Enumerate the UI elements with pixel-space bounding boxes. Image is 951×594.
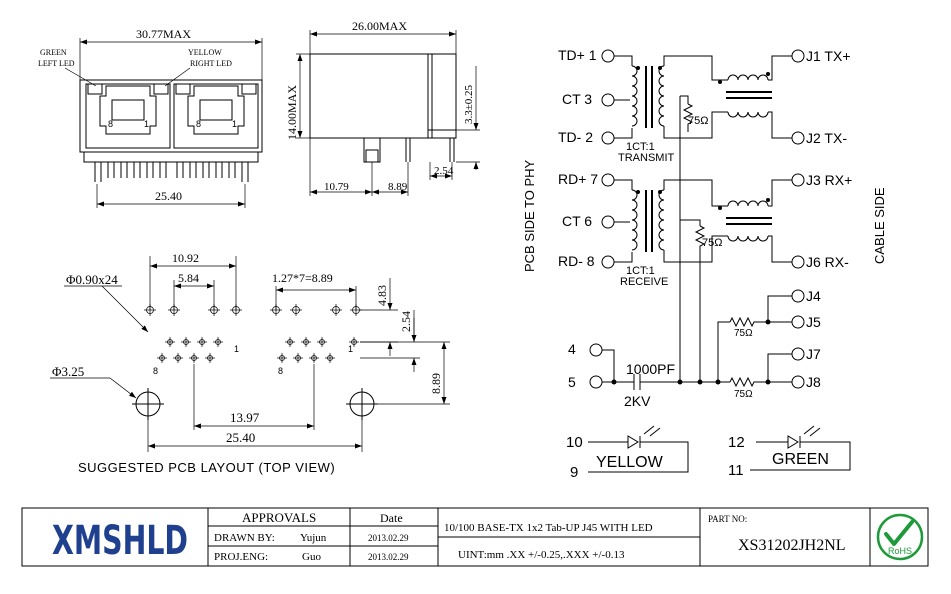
td-plus-label: TD+ 1 [558, 47, 597, 63]
j3-label: J3 RX+ [806, 172, 852, 188]
cable-side-label: CABLE SIDE [872, 187, 887, 264]
units-tolerance: UINT:mm .XX +/-0.25,.XXX +/-0.13 [458, 549, 625, 561]
ratio-rx-label: 1CT:1 [626, 265, 655, 277]
proj-eng-name: Guo [302, 551, 321, 563]
front-view: 30.77MAX GREEN LEFT LED YELLOW RIGHT LED… [38, 27, 263, 208]
pcb-caption: SUGGESTED PCB LAYOUT (TOP VIEW) [78, 460, 335, 475]
ct6-label: CT 6 [562, 213, 592, 229]
j5-label: J5 [806, 314, 821, 330]
receive-label: RECEIVE [620, 276, 668, 288]
yellow-led-label: YELLOW [188, 48, 222, 57]
dim-pitch-label: 1.27*7=8.89 [272, 271, 333, 285]
dim-584-label: 5.84 [178, 271, 199, 285]
company-logo: XMSHLD [52, 518, 188, 564]
drawn-date: 2013.02.29 [368, 533, 409, 543]
j8-label: J8 [806, 374, 821, 390]
j7-label: J7 [806, 346, 821, 362]
dim-254-label: 2.54 [399, 311, 413, 332]
part-number: XS31202JH2NL [738, 537, 846, 554]
j6-label: J6 RX- [806, 254, 849, 270]
proj-eng-date: 2013.02.29 [368, 552, 409, 562]
front-pin-8-a: 8 [108, 119, 113, 129]
checkmark-icon [884, 520, 914, 546]
pcb-side-label: PCB SIDE TO PHY [522, 159, 537, 272]
pcb-pin-1-b: 1 [348, 344, 353, 354]
proj-eng-label: PROJ.ENG: [214, 551, 268, 563]
ct3-label: CT 3 [562, 91, 592, 107]
side-dim-a: 10.79 [324, 181, 349, 193]
date-header: Date [380, 511, 403, 525]
front-span-label: 25.40 [155, 189, 182, 203]
j2-label: J2 TX- [806, 130, 847, 146]
approvals-header: APPROVALS [242, 510, 316, 525]
front-pin-1-a: 1 [144, 119, 149, 129]
cap-label: 1000PF [626, 361, 675, 377]
side-dim-c: 2.54 [434, 165, 454, 177]
drawn-by-label: DRAWN BY: [214, 532, 275, 544]
led-green-cathode-label: 11 [728, 462, 744, 479]
led-yellow-cathode-label: 9 [570, 464, 578, 481]
transmit-label: TRANSMIT [618, 152, 675, 164]
side-view: 26.00MAX 14.00MAX 3.3±0.25 10.79 8.89 2.… [285, 19, 480, 196]
product-description: 10/100 BASE-TX 1x2 Tab-UP J45 WITH LED [444, 522, 653, 534]
side-dim-b: 8.89 [388, 181, 408, 193]
side-lead-label: 3.3±0.25 [463, 84, 475, 124]
front-pin-1-b: 1 [232, 119, 237, 129]
r75-d-label: 75Ω [734, 389, 753, 400]
green-led-sub: LEFT LED [38, 59, 75, 68]
part-no-label: PART NO: [708, 514, 747, 524]
rohs-label: RoHS [888, 546, 912, 556]
green-led-label: GREEN [40, 48, 67, 57]
r75-c-label: 75Ω [734, 328, 753, 339]
cap-voltage-label: 2KV [624, 393, 651, 409]
led-green-anode-label: 12 [728, 434, 745, 451]
rd-minus-label: RD- 8 [558, 253, 595, 269]
dim-1092-label: 10.92 [172, 251, 199, 265]
front-width-label: 30.77MAX [136, 27, 191, 41]
dim-483-label: 4.83 [375, 285, 389, 306]
drawn-by-name: Yujun [300, 532, 327, 544]
front-pin-8-b: 8 [196, 119, 201, 129]
hole-large-label: Φ3.25 [52, 364, 84, 379]
title-block: XMSHLD APPROVALS Date DRAWN BY: Yujun 20… [21, 507, 929, 567]
schematic: PCB SIDE TO PHY CABLE SIDE TD+ 1 CT 3 TD… [522, 47, 887, 481]
led-yellow-anode-label: 10 [566, 434, 583, 451]
dim-2540-label: 25.40 [226, 430, 255, 445]
side-height-label: 14.00MAX [285, 85, 299, 140]
pcb-pin-1-a: 1 [234, 344, 239, 354]
j1-label: J1 TX+ [806, 48, 851, 64]
side-length-label: 26.00MAX [352, 19, 407, 33]
td-minus-label: TD- 2 [558, 129, 593, 145]
r75-a-label: 75Ω [688, 115, 708, 127]
pcb-pin-8-b: 8 [278, 366, 283, 376]
dim-889-label: 8.89 [429, 373, 443, 394]
ratio-tx-label: 1CT:1 [626, 141, 655, 153]
rd-plus-label: RD+ 7 [558, 171, 598, 187]
yellow-label: YELLOW [596, 454, 664, 471]
j4-label: J4 [806, 288, 821, 304]
pin4-label: 4 [568, 341, 576, 357]
green-label: GREEN [772, 451, 829, 468]
r75-b-label: 75Ω [702, 237, 722, 249]
pcb-pin-8-a: 8 [153, 366, 158, 376]
pin5-label: 5 [568, 374, 576, 390]
pcb-layout: Φ0.90x24 Φ3.25 10.92 5.84 1.27*7=8.89 4.… [50, 251, 450, 475]
hole-small-label: Φ0.90x24 [66, 272, 118, 287]
dim-1397-label: 13.97 [230, 410, 260, 425]
yellow-led-sub: RIGHT LED [190, 59, 232, 68]
